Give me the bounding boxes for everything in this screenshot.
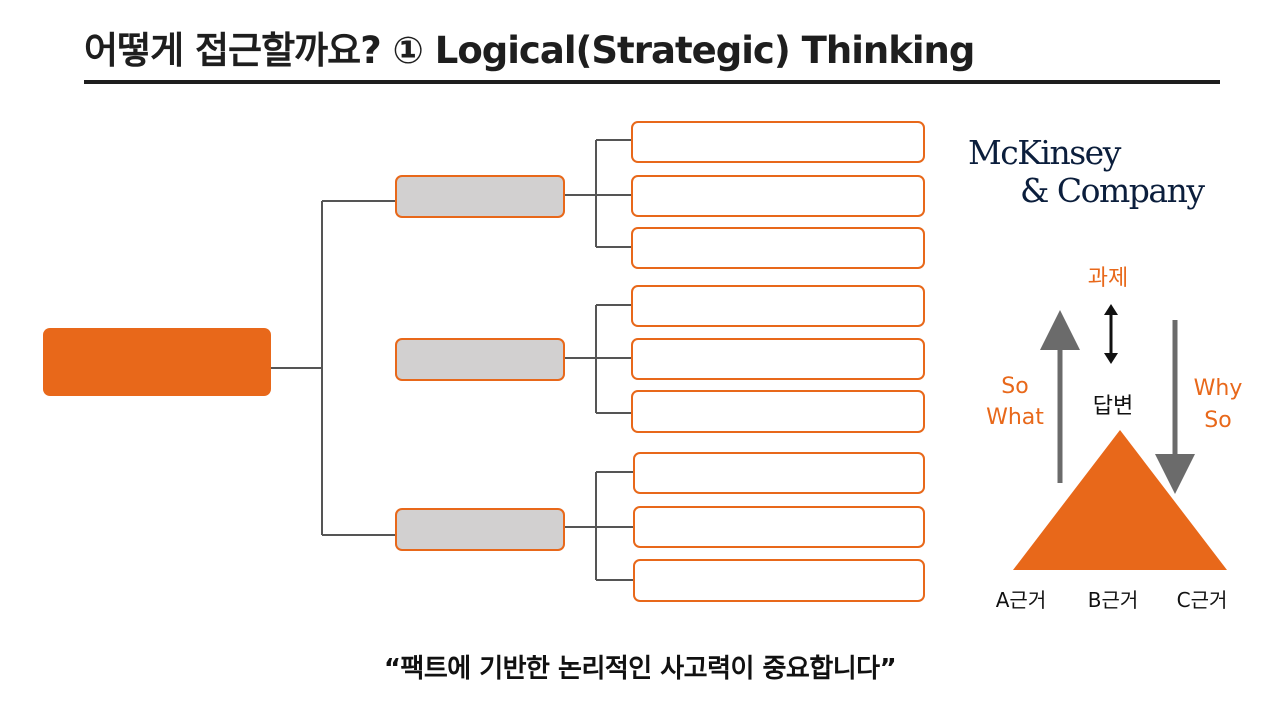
tree-leaf-box-8: [633, 506, 925, 548]
footer-quote: “팩트에 기반한 논리적인 사고력이 중요합니다”: [383, 654, 897, 684]
so-what-label-line-2: What: [986, 405, 1044, 430]
mckinsey-logo: McKinsey & Company: [968, 134, 1228, 224]
tree-mid-box-3: [395, 508, 565, 551]
logo-line-1: McKinsey: [968, 133, 1121, 172]
title-divider: [84, 80, 1220, 84]
answer-label: 답변: [1092, 394, 1134, 419]
task-label: 과제: [1087, 266, 1129, 291]
so-what-label-line-1: So: [1001, 374, 1029, 399]
why-so-label-line-2: So: [1204, 408, 1232, 433]
base-label-a: A근거: [995, 588, 1047, 612]
tree-leaf-box-7: [633, 452, 925, 494]
pyramid-triangle: [1013, 430, 1227, 570]
tree-leaf-box-1: [631, 121, 925, 163]
tree-leaf-box-4: [631, 285, 925, 327]
tree-mid-box-2: [395, 338, 565, 381]
base-label-c: C근거: [1176, 588, 1228, 612]
double-arrow-icon: [1104, 304, 1118, 364]
page-title: 어떻게 접근할까요? ① Logical(Strategic) Thinking: [84, 29, 975, 72]
why-so-label-line-1: Why: [1193, 376, 1243, 401]
base-label-b: B근거: [1087, 588, 1139, 612]
tree-leaf-box-3: [631, 227, 925, 269]
tree-leaf-box-6: [631, 390, 925, 433]
tree-leaf-box-9: [633, 559, 925, 602]
tree-root-box: [43, 328, 271, 396]
tree-leaf-box-2: [631, 175, 925, 217]
tree-mid-box-1: [395, 175, 565, 218]
tree-leaf-box-5: [631, 338, 925, 380]
logo-line-2: & Company: [1020, 171, 1205, 210]
